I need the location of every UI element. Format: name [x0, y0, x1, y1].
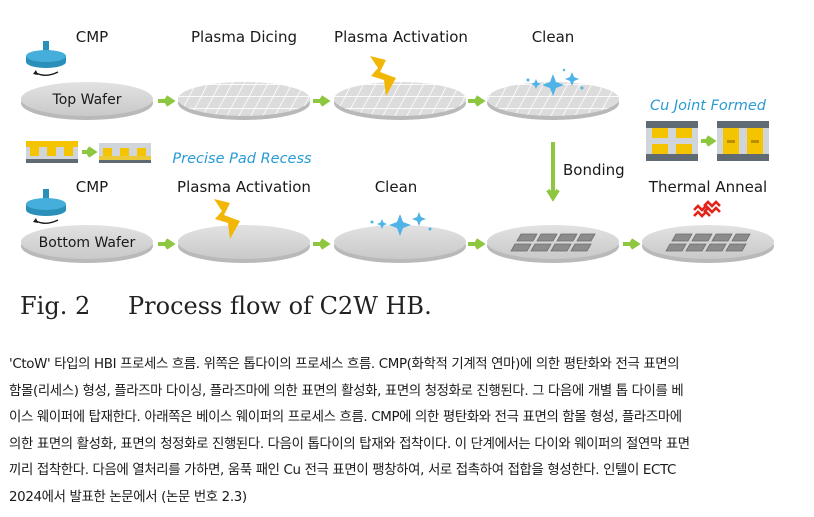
bonded-die-array	[510, 233, 596, 252]
cross-section-after-anneal	[717, 121, 769, 161]
bonding-arrow	[546, 142, 560, 202]
cleaned-bottom-wafer	[334, 225, 466, 263]
top-wafer	[21, 82, 153, 120]
description-line: 의한 표면의 활성화, 표면의 청정화로 진행된다. 다음이 톱다이의 탑재와 …	[9, 436, 690, 452]
cross-section-before-anneal	[646, 121, 698, 161]
pad-recess-bottom-die	[99, 143, 151, 163]
description-line: 2024에서 발표한 논문에서 (논문 번호 2.3)	[9, 489, 247, 505]
cmp-tool-icon	[26, 189, 66, 224]
sparkle-icon	[370, 212, 432, 236]
activated-bottom-wafer	[178, 225, 310, 263]
cu-joint-formed-note: Cu Joint Formed	[650, 98, 767, 114]
figure-title: Process flow of C2W HB.	[128, 292, 432, 320]
cleaned-diced-wafer	[487, 82, 619, 120]
figure-number: Fig. 2	[20, 292, 91, 320]
description-paragraph: 'CtoW' 타입의 HBI 프로세스 흐름. 위쪽은 톱다이의 프로세스 흐름…	[9, 352, 809, 511]
flow-arrow	[468, 238, 486, 250]
flow-arrow	[623, 238, 641, 250]
description-line: 함몰(리세스) 형성, 플라즈마 다이싱, 플라즈마에 의한 표면의 활성화, …	[9, 383, 684, 399]
pad-recess-top-die	[26, 141, 78, 163]
figure-caption: Fig. 2 Process flow of C2W HB.	[20, 292, 432, 320]
top-wafer-label: Top Wafer	[52, 92, 122, 108]
flow-arrow	[158, 95, 176, 107]
annealed-die-array	[665, 233, 751, 252]
bottom-wafer-label: Bottom Wafer	[39, 235, 136, 251]
top-step-label-clean: Clean	[532, 28, 575, 46]
lightning-icon	[214, 199, 240, 239]
flow-arrow	[313, 95, 331, 107]
lightning-icon	[370, 56, 396, 96]
process-flow-diagram: CMP Plasma Dicing Plasma Activation Clea…	[21, 28, 774, 263]
bottom-step-label-plasma-activation: Plasma Activation	[177, 178, 311, 196]
top-step-label-plasma-activation: Plasma Activation	[334, 28, 468, 46]
precise-pad-recess-note: Precise Pad Recess	[172, 151, 312, 167]
annealed-wafer	[642, 225, 774, 263]
bottom-wafer	[21, 225, 153, 263]
top-step-label-plasma-dicing: Plasma Dicing	[191, 28, 297, 46]
heat-icon	[693, 200, 721, 218]
top-step-label-cmp: CMP	[76, 28, 108, 46]
flow-arrow	[468, 95, 486, 107]
bottom-step-label-clean: Clean	[375, 178, 418, 196]
bottom-step-label-thermal-anneal: Thermal Anneal	[648, 178, 767, 196]
description-line: 끼리 접착한다. 다음에 열처리를 가하면, 움푹 패인 Cu 전극 표면이 팽…	[9, 463, 677, 478]
bonding-label: Bonding	[563, 161, 625, 179]
flow-arrow	[313, 238, 331, 250]
diced-wafer	[178, 82, 310, 120]
flow-arrow	[82, 146, 98, 158]
flow-arrow	[158, 238, 176, 250]
bonded-wafer	[487, 225, 619, 263]
sparkle-icon	[526, 68, 584, 96]
bottom-step-label-cmp: CMP	[76, 178, 108, 196]
description-line: 'CtoW' 타입의 HBI 프로세스 흐름. 위쪽은 톱다이의 프로세스 흐름…	[9, 357, 680, 372]
description-line: 이스 웨이퍼에 탑재한다. 아래쪽은 베이스 웨이퍼의 프로세스 흐름. CMP…	[9, 410, 682, 425]
activated-diced-wafer	[334, 82, 466, 120]
flow-arrow	[701, 135, 717, 147]
cmp-tool-icon	[26, 41, 66, 76]
